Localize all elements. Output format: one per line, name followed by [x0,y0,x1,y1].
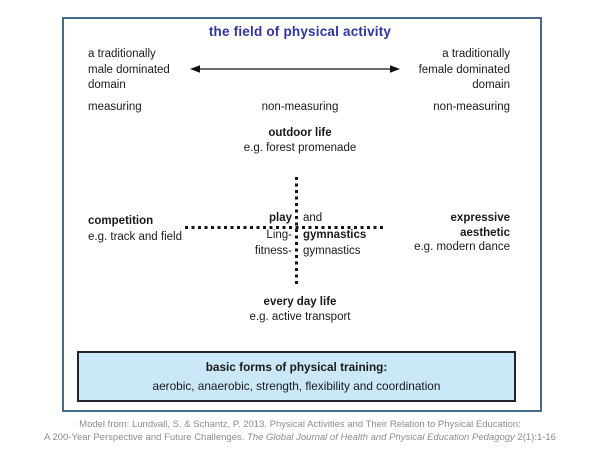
diagram-frame [62,17,542,412]
center-ling-label: Ling- [266,229,292,241]
male-domain-label: a traditionally male dominated domain [88,48,170,91]
citation-line2-suffix: 2(1):1-16 [514,432,556,443]
citation-line2: A 200-Year Perspective and Future Challe… [0,431,600,444]
basic-training-title: basic forms of physical training: [205,360,388,374]
horizontal-dotted-axis [185,226,385,229]
center-gymnastics-bold-label: gymnastics [303,229,367,241]
expressive-aesthetic-example: e.g. modern dance [414,241,510,253]
non-measuring-center-label: non-measuring [261,101,339,113]
vertical-dotted-axis [295,177,298,284]
competition-label: competition [88,215,154,227]
center-gymnastics-label: gymnastics [303,245,361,257]
center-play-label: play [268,212,292,224]
citation-journal-name: The Global Journal of Health and Physica… [247,432,515,443]
everyday-life-label: every day life [263,296,337,308]
basic-training-items: aerobic, anaerobic, strength, flexibilit… [152,379,441,393]
diagram-title: the field of physical activity [208,24,392,39]
citation: Model from: Lundvall, S. & Schantz, P. 2… [0,418,600,444]
competition-example: e.g. track and field [88,231,182,243]
center-fitness-label: fitness- [254,245,292,257]
double-arrow-icon [190,65,400,73]
center-and-label: and [303,212,323,224]
measuring-label: measuring [88,101,142,113]
basic-training-box: basic forms of physical training: aerobi… [77,351,516,402]
expressive-aesthetic-label: expressive aesthetic [450,212,510,239]
outdoor-life-example: e.g. forest promenade [243,142,357,154]
everyday-life-example: e.g. active transport [249,311,351,323]
female-domain-label: a traditionally female dominated domain [418,48,510,91]
non-measuring-right-label: non-measuring [433,101,510,113]
outdoor-life-label: outdoor life [268,127,332,139]
citation-line1: Model from: Lundvall, S. & Schantz, P. 2… [79,419,521,430]
citation-line2-prefix: A 200-Year Perspective and Future Challe… [44,432,248,443]
